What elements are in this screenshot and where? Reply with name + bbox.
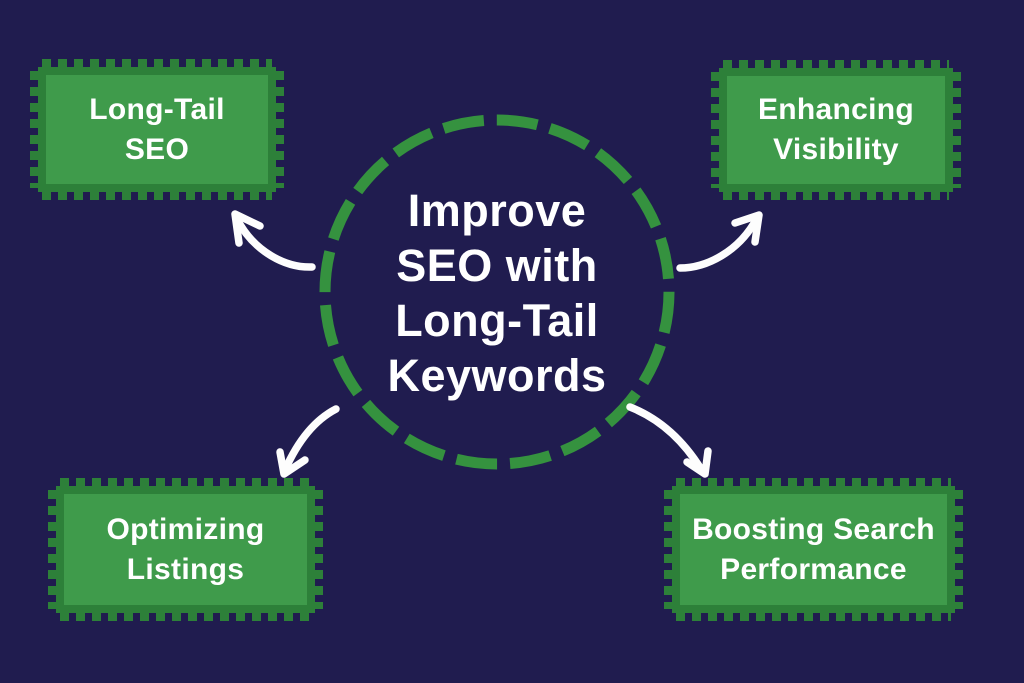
stamp-teeth (723, 192, 949, 200)
box-optimizing-listings: Optimizing Listings (48, 478, 323, 621)
stamp-teeth (315, 490, 323, 609)
stamp-teeth (30, 71, 38, 188)
arrow-to-boosting-search-performance (626, 403, 712, 478)
stamp-teeth (60, 613, 311, 621)
box-label-line: Performance (720, 552, 907, 586)
central-topic: Improve SEO with Long-Tail Keywords (337, 178, 657, 408)
stamp-teeth (955, 490, 963, 609)
stamp-teeth (664, 490, 672, 609)
box-enhancing-visibility: Enhancing Visibility (711, 60, 961, 200)
central-topic-line: Keywords (387, 350, 607, 401)
stamp-teeth (42, 192, 272, 200)
box-label: Optimizing Listings (64, 494, 307, 605)
stamp-teeth (48, 490, 56, 609)
box-long-tail-seo: Long-Tail SEO (30, 59, 284, 200)
arrow-to-long-tail-seo (231, 210, 316, 271)
stamp-teeth (276, 71, 284, 188)
box-label-line: SEO (124, 132, 190, 166)
box-label-line: Long-Tail (89, 92, 225, 126)
box-boosting-search-performance: Boosting Search Performance (664, 478, 963, 621)
stamp-teeth (953, 72, 961, 188)
stamp-teeth (42, 59, 272, 67)
central-topic-line: Improve (407, 185, 587, 236)
box-label: Long-Tail SEO (46, 75, 268, 184)
box-label-line: Enhancing (757, 93, 915, 126)
arrow-to-enhancing-visibility (676, 211, 763, 272)
box-label-line: Listings (126, 552, 245, 586)
central-circle-border (319, 114, 675, 470)
central-topic-line: SEO with (396, 240, 598, 291)
box-label-line: Optimizing (106, 512, 265, 546)
stamp-teeth (711, 72, 719, 188)
box-label-line: Boosting Search (692, 512, 935, 546)
box-label: Enhancing Visibility (727, 76, 945, 184)
box-label: Boosting Search Performance (680, 494, 947, 605)
stamp-teeth (676, 478, 951, 486)
box-label-line: Visibility (773, 133, 899, 166)
arrow-to-optimizing-listings (276, 405, 340, 478)
central-topic-line: Long-Tail (395, 295, 599, 346)
stamp-teeth (676, 613, 951, 621)
stamp-teeth (60, 478, 311, 486)
stamp-teeth (723, 60, 949, 68)
